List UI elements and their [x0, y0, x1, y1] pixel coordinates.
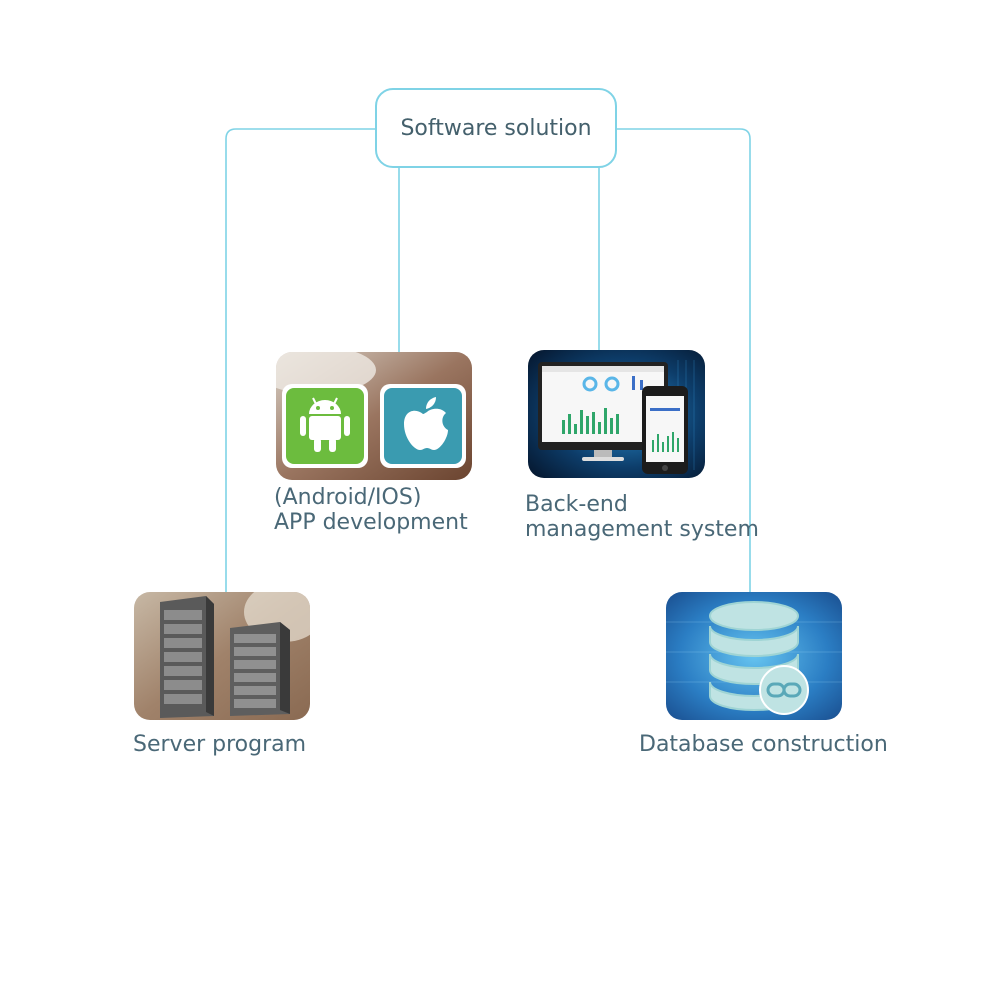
- android-icon: [282, 384, 368, 468]
- connector-server: [225, 128, 375, 595]
- app-development-image: [276, 352, 472, 480]
- link-icon: [759, 665, 809, 715]
- connector-database: [617, 128, 751, 595]
- backend-management-label: Back-end management system: [525, 492, 759, 542]
- app-label-line2: APP development: [274, 510, 468, 535]
- database-construction-label: Database construction: [639, 732, 888, 757]
- database-construction-image: [666, 592, 842, 720]
- app-label-line1: (Android/IOS): [274, 485, 422, 510]
- app-development-label: (Android/IOS) APP development: [274, 485, 468, 535]
- monitor-icon: [538, 362, 668, 461]
- backend-label-line2: management system: [525, 517, 759, 542]
- root-node: Software solution: [375, 88, 617, 168]
- server-program-label: Server program: [133, 732, 307, 757]
- server-program-image: [134, 592, 310, 720]
- apple-icon: [380, 384, 466, 468]
- root-label: Software solution: [400, 115, 592, 141]
- server-rack-icon: [160, 596, 290, 718]
- backend-label-line1: Back-end: [525, 492, 628, 517]
- backend-management-image: [528, 350, 705, 478]
- phone-icon: [642, 386, 688, 474]
